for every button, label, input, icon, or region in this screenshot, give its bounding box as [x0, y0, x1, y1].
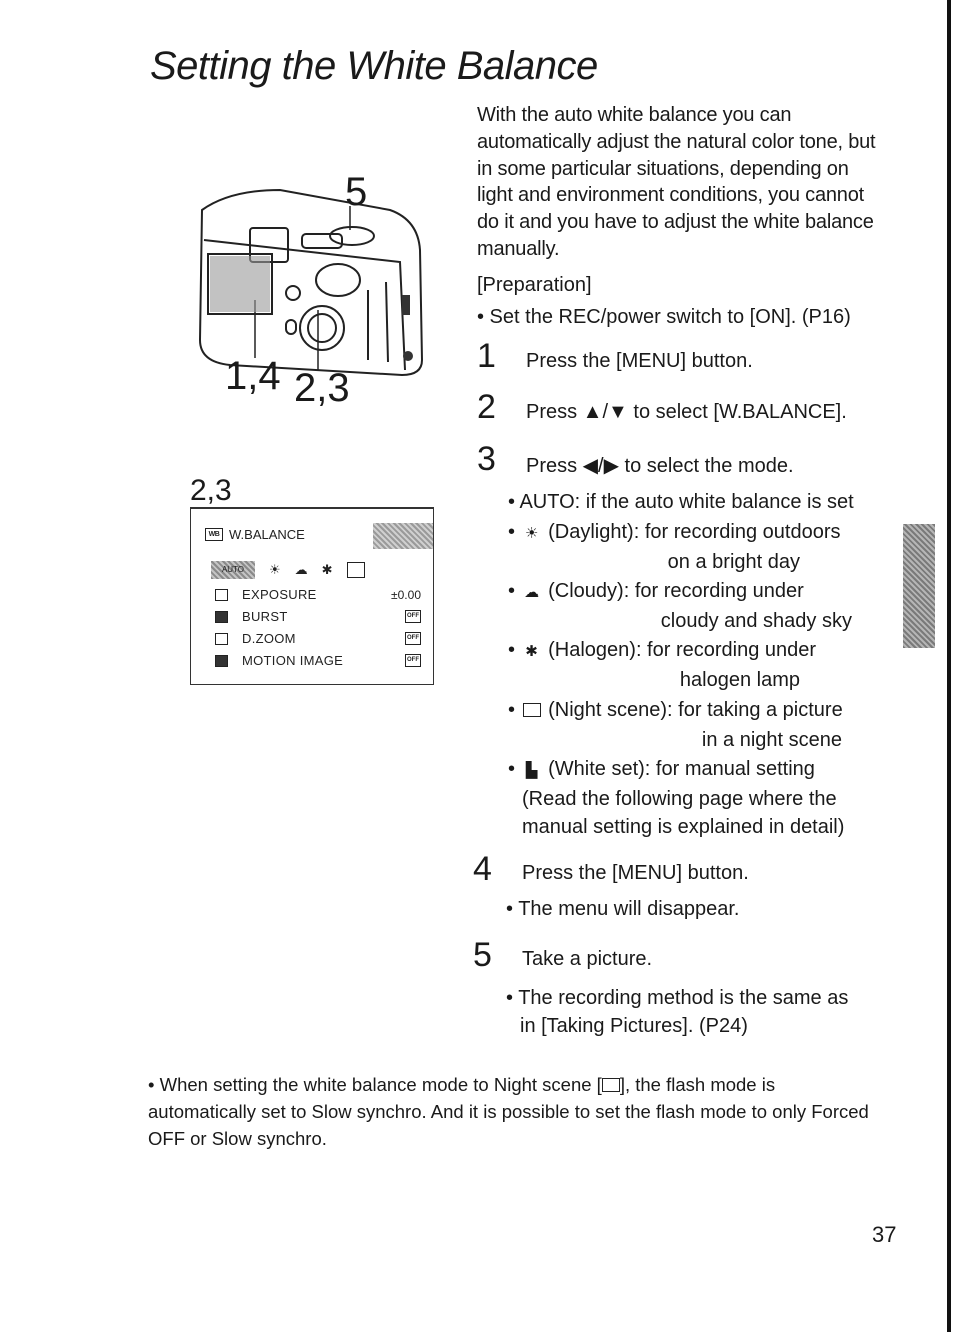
halogen-icon: ✱ [525, 643, 538, 660]
dzoom-icon [215, 632, 228, 645]
step-1-number: 1 [477, 337, 496, 375]
camera-label-2-3: 2,3 [294, 366, 350, 410]
menu-row-burst: BURST OFF [215, 609, 421, 624]
camera-label-5: 5 [345, 170, 368, 214]
daylight-icon: ☀ [269, 562, 281, 577]
preparation-heading: [Preparation] [477, 274, 592, 296]
camera-label-1-4: 1,4 [225, 354, 281, 398]
night-scene-icon [346, 562, 365, 578]
exposure-icon [215, 588, 228, 601]
step-4-note: • The menu will disappear. [506, 898, 740, 920]
menu-figure-label: 2,3 [190, 474, 232, 507]
menu-header-label: W.BALANCE [229, 527, 305, 542]
camera-illustration [198, 188, 424, 377]
cloudy-icon: ☁ [524, 584, 540, 601]
step-2-text: Press ▲/▼ to select [W.BALANCE]. [526, 401, 847, 423]
wb-icon: WB [205, 528, 223, 541]
step-4-text: Press the [MENU] button. [522, 862, 749, 884]
step-4-number: 4 [473, 850, 492, 888]
white-set-icon: ▙ [525, 762, 538, 779]
mode-auto: • AUTO: if the auto white balance is set [508, 491, 854, 513]
mode-halogen: • ✱ (Halogen): for recording under halog… [508, 639, 817, 691]
menu-header-highlight [373, 523, 433, 549]
page-title: Setting the White Balance [150, 44, 598, 88]
burst-icon [215, 610, 228, 623]
step-2-number: 2 [477, 388, 496, 426]
halogen-icon: ✱ [321, 562, 333, 577]
menu-row-motion-image: MOTION IMAGE OFF [215, 653, 421, 668]
mode-cloudy: • ☁ (Cloudy): for recording under cloudy… [508, 580, 852, 632]
step-3-number: 3 [477, 440, 496, 478]
menu-header: WB W.BALANCE [205, 527, 305, 542]
daylight-icon: ☀ [524, 525, 539, 542]
preparation-note: • Set the REC/power switch to [ON]. (P16… [477, 306, 851, 328]
mode-night-scene: • (Night scene): for taking a picture in… [508, 699, 843, 751]
chapter-thumb-tab [903, 524, 935, 648]
menu-row-exposure: EXPOSURE ±0.00 [215, 587, 421, 602]
mode-daylight: • ☀ (Daylight): for recording outdoors o… [508, 521, 841, 573]
step-3-text: Press ◀/▶ to select the mode. [526, 455, 794, 477]
menu-row-dzoom: D.ZOOM OFF [215, 631, 421, 646]
page-number: 37 [872, 1222, 897, 1247]
cloudy-icon: ☁ [294, 562, 308, 577]
step-5-number: 5 [473, 936, 492, 974]
menu-screen-illustration: WB W.BALANCE AUTO ☀ ☁ ✱ EXPOSURE ±0.00 B… [190, 507, 434, 685]
mode-white-set: • ▙ (White set): for manual setting (Rea… [508, 758, 845, 838]
page-edge-rule [947, 0, 951, 1332]
intro-paragraph: With the auto white balance you can auto… [477, 104, 876, 260]
step-5-note: • The recording method is the same as in… [506, 987, 849, 1037]
step-1-text: Press the [MENU] button. [526, 350, 753, 372]
auto-mode-selected: AUTO [211, 561, 255, 579]
night-scene-icon [601, 1078, 620, 1092]
footnote: • When setting the white balance mode to… [148, 1074, 869, 1149]
wb-mode-row: AUTO ☀ ☁ ✱ [211, 561, 365, 579]
night-scene-icon [522, 703, 541, 717]
step-5-text: Take a picture. [522, 948, 653, 970]
motion-image-icon [215, 654, 228, 667]
